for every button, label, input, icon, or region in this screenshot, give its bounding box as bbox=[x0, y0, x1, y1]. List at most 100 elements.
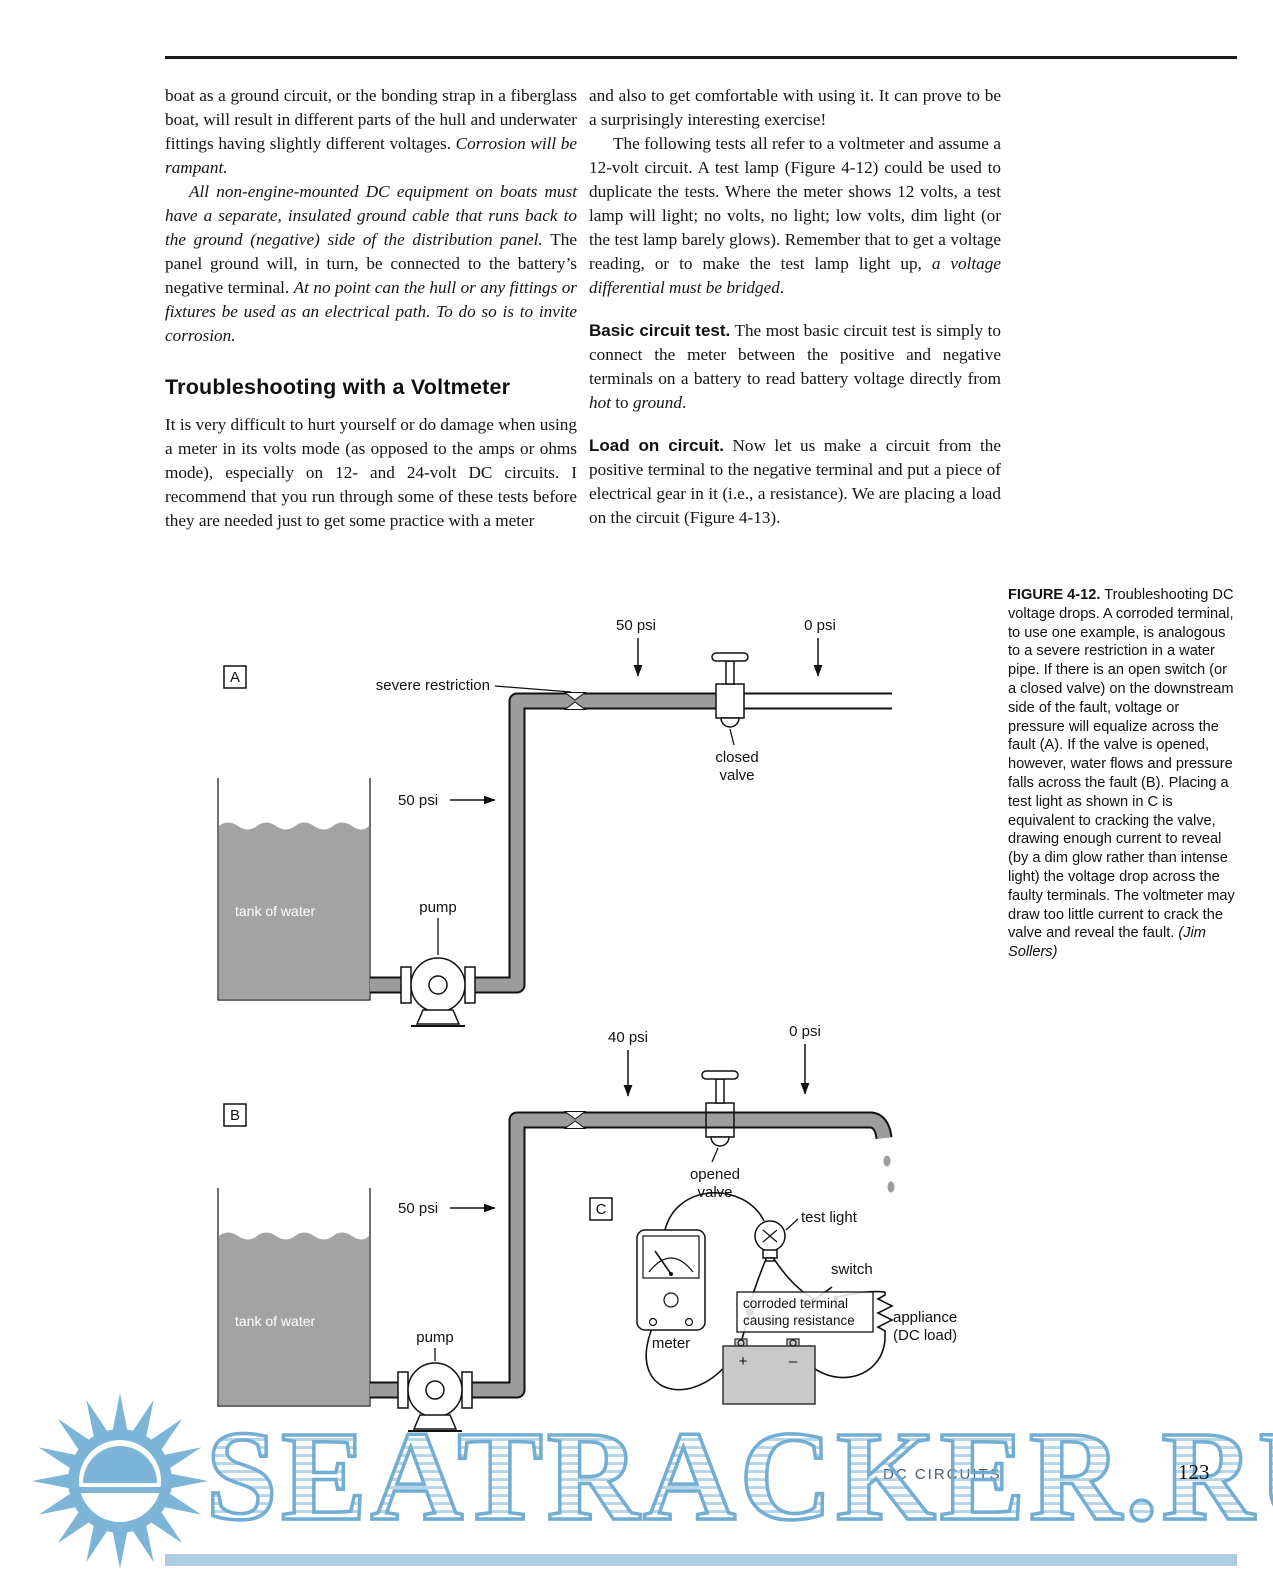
tank-water bbox=[219, 1232, 369, 1405]
valve-stem bbox=[725, 660, 735, 685]
water-droplet bbox=[887, 1181, 895, 1193]
text-run: The following tests all refer to a voltm… bbox=[589, 134, 1001, 273]
opened-valve-label-1: opened bbox=[690, 1166, 740, 1183]
text-run: . bbox=[681, 393, 687, 412]
pipe-pressurized bbox=[469, 692, 718, 994]
sun-dome bbox=[83, 1446, 157, 1483]
sun-disc bbox=[68, 1429, 172, 1533]
text-run-italic: hot bbox=[589, 393, 611, 412]
footer-bar bbox=[165, 1554, 1237, 1566]
pump-label: pump bbox=[416, 1329, 454, 1346]
figure-4-12: tank of water bbox=[217, 617, 957, 1432]
figure-caption-label: FIGURE 4-12. bbox=[1008, 587, 1101, 603]
figure-caption-credit: (Jim Sollers) bbox=[1008, 925, 1206, 961]
bulb-base bbox=[762, 1249, 778, 1259]
psi-label-zero: 0 psi bbox=[804, 617, 836, 634]
battery-ring-terminal-left bbox=[737, 1339, 745, 1347]
closed-valve-label-2: valve bbox=[719, 767, 754, 784]
tank-outline bbox=[217, 778, 371, 1001]
valve-stem bbox=[715, 1078, 725, 1104]
panel-label: B bbox=[230, 1107, 240, 1124]
running-footer: DC CIRCUITS bbox=[883, 1466, 1002, 1483]
test-light-bulb bbox=[754, 1220, 786, 1262]
appliance-label-2: (DC load) bbox=[893, 1327, 957, 1344]
restriction-pinch-top bbox=[563, 692, 587, 701]
restriction-pinch-top bbox=[563, 1111, 587, 1120]
tank-outline bbox=[217, 1188, 371, 1407]
text-run: and also to get comfortable with using i… bbox=[589, 86, 1001, 129]
figure-caption-body: Troubleshooting DC voltage drops. A corr… bbox=[1008, 587, 1235, 942]
tank-of-water-label: tank of water bbox=[235, 903, 315, 919]
pump-base bbox=[415, 1009, 461, 1025]
psi-label-top: 50 psi bbox=[616, 617, 656, 634]
panel-label-box bbox=[223, 1103, 247, 1127]
top-rule bbox=[165, 56, 1237, 59]
restriction-pinch-bottom bbox=[563, 701, 587, 710]
meter-needle bbox=[654, 1250, 672, 1275]
corroded-terminal-label-1: corroded terminal bbox=[743, 1296, 848, 1311]
severe-restriction-label: severe restriction bbox=[376, 677, 490, 694]
figure-caption: FIGURE 4-12. Troubleshooting DC voltage … bbox=[1008, 586, 1238, 962]
text-run-italic: All non-engine-mounted DC equipment on b… bbox=[165, 182, 577, 249]
meter-terminal-right bbox=[684, 1317, 694, 1327]
left-column: boat as a ground circuit, or the bonding… bbox=[165, 84, 577, 533]
meter-pivot bbox=[669, 1272, 673, 1276]
valve-handle bbox=[701, 1070, 739, 1080]
text-run-italic: a voltage differential must be bridged bbox=[589, 254, 1001, 297]
section-heading: Troubleshooting with a Voltmeter bbox=[165, 375, 511, 399]
text-run-italic: ground bbox=[632, 393, 682, 412]
paragraph: and also to get comfortable with using i… bbox=[589, 84, 1001, 132]
wire-meter-to-bulb bbox=[664, 1192, 765, 1231]
text-run-italic: At no point can the hull or any fittings… bbox=[165, 278, 577, 345]
voltmeter bbox=[636, 1229, 706, 1331]
water-droplet bbox=[883, 1155, 891, 1167]
valve-handle bbox=[711, 652, 749, 662]
tank-of-water-label: tank of water bbox=[235, 1313, 315, 1329]
meter-label: meter bbox=[652, 1335, 690, 1352]
pump-flange-right bbox=[461, 1371, 473, 1409]
battery-ring-terminal-right bbox=[789, 1339, 797, 1347]
pump-base bbox=[412, 1414, 458, 1430]
opened-valve-pointer bbox=[711, 1147, 719, 1163]
pump-label: pump bbox=[419, 899, 457, 916]
test-light-pointer bbox=[785, 1218, 799, 1231]
psi-label-top: 40 psi bbox=[608, 1029, 648, 1046]
pump bbox=[400, 957, 476, 1027]
paragraph: boat as a ground circuit, or the bonding… bbox=[165, 84, 577, 180]
paragraph: The following tests all refer to a voltm… bbox=[589, 132, 1001, 300]
text-run: to bbox=[610, 393, 633, 412]
text-run: . bbox=[779, 278, 785, 297]
tank-water bbox=[219, 822, 369, 999]
valve-drain-bump bbox=[720, 717, 740, 728]
opened-valve bbox=[701, 1070, 739, 1147]
meter-terminal-left bbox=[648, 1317, 658, 1327]
panel-label: C bbox=[596, 1201, 607, 1218]
run-in-heading: Load on circuit. bbox=[589, 436, 724, 455]
meter-knob bbox=[663, 1292, 679, 1308]
pipe-flowing-fill bbox=[467, 1113, 891, 1397]
run-in-heading: Basic circuit test. bbox=[589, 321, 731, 340]
paragraph-basic-circuit-test: Basic circuit test. The most basic circu… bbox=[589, 319, 1001, 415]
text-run-italic: Corrosion will be rampant. bbox=[165, 134, 577, 177]
sun-horizon-line bbox=[78, 1487, 162, 1493]
pump-flange-left bbox=[400, 966, 412, 1004]
psi-label-zero: 0 psi bbox=[789, 1023, 821, 1040]
panel-label-box bbox=[223, 665, 247, 689]
psi-label-left: 50 psi bbox=[398, 792, 438, 809]
closed-valve bbox=[711, 652, 749, 728]
diagram-a: tank of water bbox=[217, 617, 892, 1027]
right-column: and also to get comfortable with using i… bbox=[589, 84, 1001, 530]
pump-flange-left bbox=[397, 1371, 409, 1409]
sun-inner-ring bbox=[79, 1440, 161, 1522]
meter-dial bbox=[642, 1235, 700, 1279]
valve-body bbox=[715, 683, 745, 719]
restriction-pinch-bottom bbox=[563, 1120, 587, 1129]
diagram-b: tank of water bbox=[217, 1023, 895, 1432]
closed-valve-label-1: closed bbox=[715, 749, 758, 766]
corroded-terminal-label-2: causing resistance bbox=[743, 1313, 855, 1328]
text-run: The most basic circuit test is simply to… bbox=[589, 321, 1001, 388]
battery: + – bbox=[722, 1338, 816, 1405]
paragraph: All non-engine-mounted DC equipment on b… bbox=[165, 180, 577, 348]
panel-label: A bbox=[230, 669, 240, 686]
pump bbox=[397, 1362, 473, 1432]
